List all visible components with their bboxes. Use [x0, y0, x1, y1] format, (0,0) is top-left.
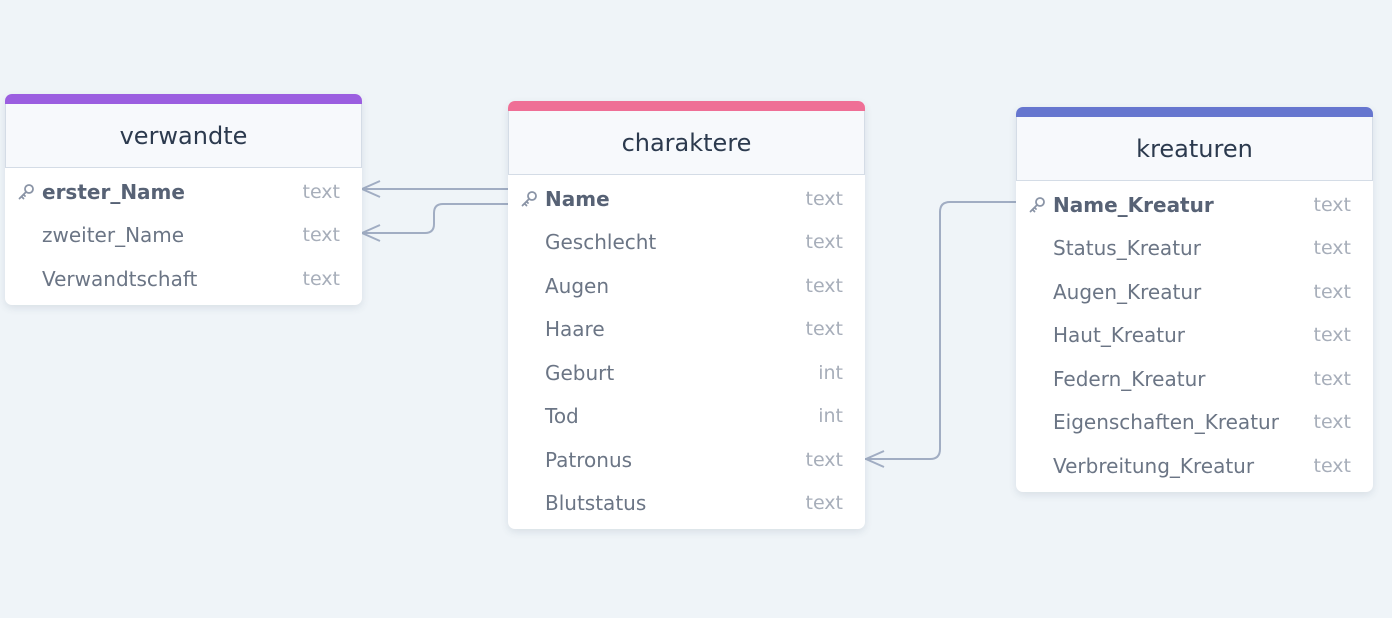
- field-row[interactable]: erster_Name text: [5, 170, 362, 214]
- field-type: text: [1313, 454, 1352, 477]
- field-type: text: [805, 187, 844, 210]
- field-type: text: [1313, 193, 1352, 216]
- field-type: text: [1313, 367, 1352, 390]
- field-name: Federn_Kreatur: [1053, 366, 1206, 391]
- field-type: int: [818, 361, 843, 384]
- field-name: Augen: [545, 273, 610, 298]
- field-name: Name: [545, 186, 610, 211]
- key-icon: [17, 183, 35, 201]
- field-name: Geburt: [545, 360, 615, 385]
- field-name: Haut_Kreatur: [1053, 323, 1186, 348]
- field-name: Name_Kreatur: [1053, 192, 1214, 217]
- edge-zweiter-name-to-name[interactable]: [362, 203, 508, 234]
- field-type: text: [805, 492, 844, 515]
- field-type: text: [1313, 411, 1352, 434]
- field-type: text: [302, 224, 341, 247]
- table-title: charaktere: [508, 111, 865, 175]
- crowfoot-erster-name: [359, 180, 381, 198]
- field-row[interactable]: Tod int: [508, 395, 865, 439]
- table-title: kreaturen: [1016, 117, 1373, 181]
- field-type: text: [805, 274, 844, 297]
- field-row[interactable]: Status_Kreatur text: [1016, 227, 1373, 271]
- field-row[interactable]: Federn_Kreatur text: [1016, 357, 1373, 401]
- field-name: Verbreitung_Kreatur: [1053, 453, 1255, 478]
- field-type: text: [302, 180, 341, 203]
- crowfoot-patronus: [863, 450, 885, 468]
- field-type: text: [805, 448, 844, 471]
- field-row[interactable]: Geschlecht text: [508, 221, 865, 265]
- field-type: int: [818, 405, 843, 428]
- field-row[interactable]: Eigenschaften_Kreatur text: [1016, 401, 1373, 445]
- field-name: Haare: [545, 317, 605, 342]
- table-title: verwandte: [5, 104, 362, 168]
- field-type: text: [1313, 280, 1352, 303]
- table-accent-bar: [1016, 107, 1373, 117]
- field-row[interactable]: Augen_Kreatur text: [1016, 270, 1373, 314]
- field-type: text: [1313, 237, 1352, 260]
- field-type: text: [302, 267, 341, 290]
- crowfoot-zweiter-name: [359, 224, 381, 242]
- field-name: Augen_Kreatur: [1053, 279, 1202, 304]
- field-name: erster_Name: [42, 179, 185, 204]
- field-row[interactable]: Verwandtschaft text: [5, 257, 362, 301]
- field-name: Blutstatus: [545, 491, 647, 516]
- field-row[interactable]: Name text: [508, 177, 865, 221]
- field-row[interactable]: zweiter_Name text: [5, 214, 362, 258]
- field-type: text: [805, 231, 844, 254]
- field-row[interactable]: Blutstatus text: [508, 482, 865, 526]
- field-name: Tod: [545, 404, 579, 429]
- field-name: Eigenschaften_Kreatur: [1053, 410, 1279, 435]
- field-name: zweiter_Name: [42, 223, 185, 248]
- edge-patronus-to-name-kreatur[interactable]: [865, 201, 1016, 460]
- table-accent-bar: [508, 101, 865, 111]
- field-row[interactable]: Name_Kreatur text: [1016, 183, 1373, 227]
- field-row[interactable]: Geburt int: [508, 351, 865, 395]
- field-name: Status_Kreatur: [1053, 236, 1201, 261]
- field-type: text: [805, 318, 844, 341]
- key-icon: [1028, 196, 1046, 214]
- field-row[interactable]: Haare text: [508, 308, 865, 352]
- field-name: Patronus: [545, 447, 633, 472]
- field-row[interactable]: Augen text: [508, 264, 865, 308]
- key-icon: [520, 190, 538, 208]
- field-row[interactable]: Verbreitung_Kreatur text: [1016, 444, 1373, 488]
- field-name: Verwandtschaft: [42, 266, 198, 291]
- field-type: text: [1313, 324, 1352, 347]
- field-row[interactable]: Patronus text: [508, 438, 865, 482]
- field-row[interactable]: Haut_Kreatur text: [1016, 314, 1373, 358]
- table-accent-bar: [5, 94, 362, 104]
- field-name: Geschlecht: [545, 230, 657, 255]
